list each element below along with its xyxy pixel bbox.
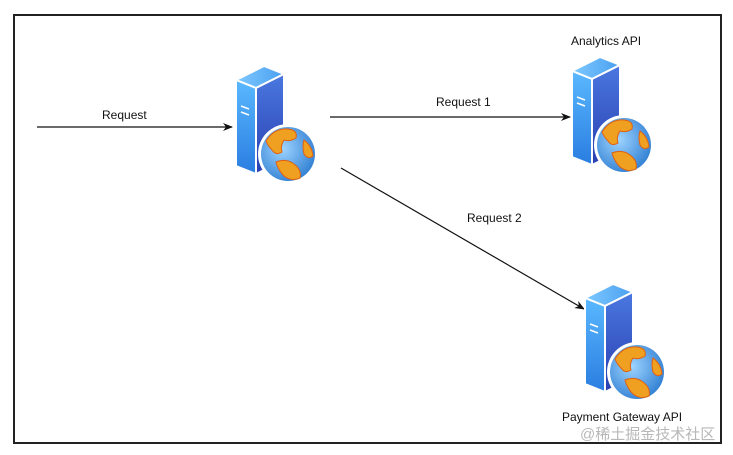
edge-label-request: Request	[102, 108, 147, 122]
edge-label-request-2: Request 2	[467, 211, 522, 225]
payment-gateway-server-icon	[584, 283, 668, 403]
edge-label-request-1: Request 1	[436, 95, 491, 109]
analytics-api-server-icon	[571, 56, 655, 176]
node-label-payment-gateway-api: Payment Gateway API	[562, 410, 683, 424]
watermark: @稀土掘金技术社区	[580, 426, 716, 443]
edge-request-2	[340, 167, 585, 310]
diagram-frame	[13, 14, 722, 444]
client-server-icon	[235, 65, 319, 185]
node-label-analytics-api: Analytics API	[571, 34, 642, 48]
